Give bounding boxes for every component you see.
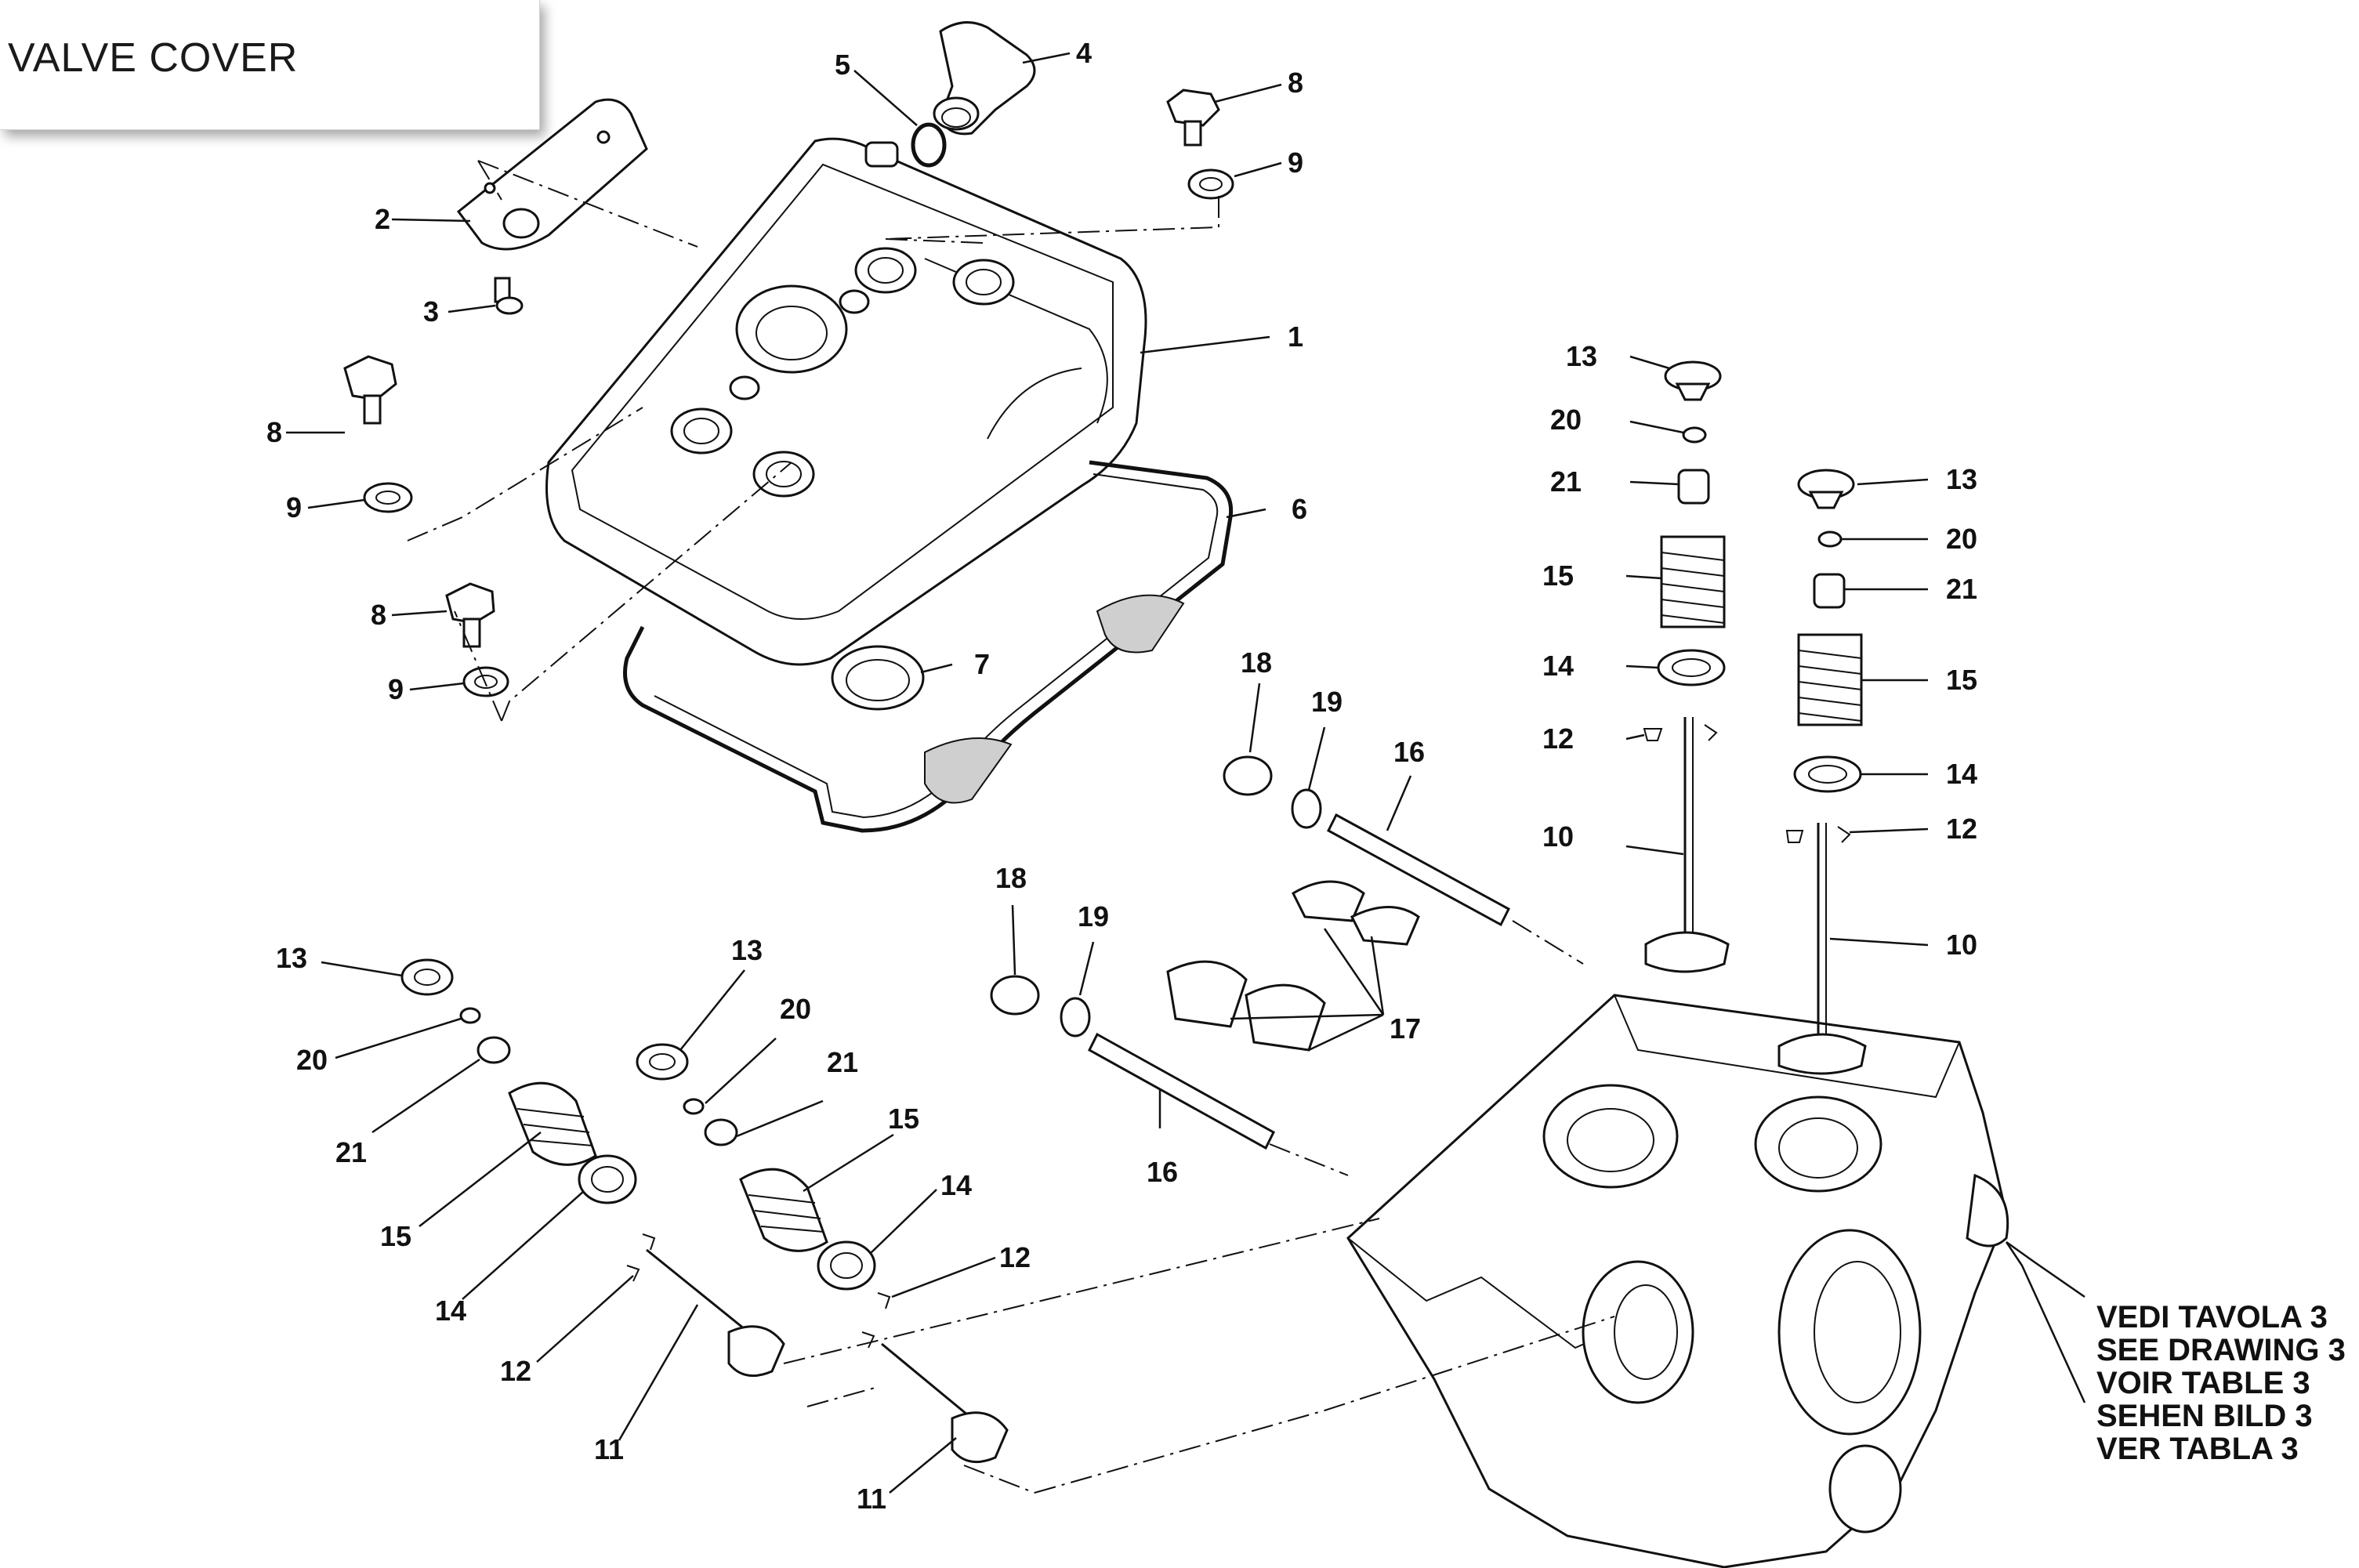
- callout-20d: 20: [780, 993, 811, 1025]
- callout-17: 17: [1390, 1012, 1421, 1045]
- valve-seal-21: [1677, 469, 1846, 609]
- callout-14b: 14: [1946, 758, 1977, 790]
- callout-19a: 19: [1311, 686, 1343, 718]
- callout-15c: 15: [380, 1220, 411, 1252]
- callout-10a: 10: [1542, 820, 1574, 853]
- bracket-part: [456, 98, 648, 251]
- note-line-de: SEHEN BILD 3: [2096, 1399, 2313, 1433]
- callout-16b: 16: [1147, 1156, 1178, 1188]
- title-panel: VALVE COVER: [0, 0, 540, 130]
- callout-7: 7: [974, 648, 990, 680]
- callout-8a: 8: [1288, 67, 1303, 99]
- callout-9c: 9: [388, 673, 404, 705]
- callout-21c: 21: [335, 1136, 367, 1168]
- see-drawing-note: VEDI TAVOLA 3 SEE DRAWING 3 VOIR TABLE 3…: [2096, 1301, 2346, 1465]
- callout-10b: 10: [1946, 929, 1977, 961]
- valve-cover-gasket-part: [623, 460, 1234, 833]
- rocker-shaft-16: [1088, 813, 1510, 1150]
- washer-part: [462, 666, 509, 697]
- valve-spring-15: [508, 1081, 828, 1252]
- spark-plug-seal-part: [831, 645, 925, 711]
- shim-20: [459, 1007, 705, 1115]
- valve-cover-part: [545, 137, 1147, 666]
- valve-spring-15: [1660, 535, 1863, 726]
- callout-18a: 18: [1241, 646, 1272, 679]
- callout-8c: 8: [371, 599, 386, 631]
- note-line-es: VER TABLA 3: [2096, 1432, 2299, 1466]
- callout-15b: 15: [1946, 664, 1977, 696]
- bolt-part: [445, 582, 495, 648]
- callout-12a: 12: [1542, 722, 1574, 755]
- callout-12b: 12: [1946, 813, 1977, 845]
- callout-numbers: 1 2 3 4 5 6 7 8 8 8 9 9 9 10 10 11 11 12…: [266, 37, 1977, 1515]
- callout-12c: 12: [500, 1355, 531, 1387]
- callout-18b: 18: [995, 862, 1027, 894]
- spring-seat-14: [1657, 649, 1862, 793]
- callout-20a: 20: [1550, 404, 1582, 436]
- shaft-plug-18: [990, 755, 1273, 1016]
- callout-15a: 15: [1542, 559, 1574, 592]
- callout-11b: 11: [857, 1483, 886, 1515]
- callout-9a: 9: [1288, 147, 1303, 179]
- callout-14a: 14: [1542, 650, 1574, 682]
- callout-11a: 11: [594, 1433, 624, 1465]
- spring-seat-14: [578, 1154, 876, 1291]
- callout-6: 6: [1292, 493, 1307, 525]
- valve-right-1: [1644, 717, 1730, 973]
- callout-13a: 13: [1566, 340, 1597, 372]
- valve-keeper-12: [626, 1233, 891, 1349]
- washer-part: [1187, 168, 1234, 200]
- callout-21d: 21: [827, 1046, 858, 1078]
- callout-14c: 14: [435, 1295, 466, 1327]
- spring-retainer-13: [1664, 360, 1855, 509]
- callout-21b: 21: [1946, 573, 1977, 605]
- note-line-it: VEDI TAVOLA 3: [2096, 1300, 2328, 1334]
- valve-right-2: [1777, 823, 1867, 1075]
- callout-21a: 21: [1550, 465, 1582, 498]
- note-line-fr: VOIR TABLE 3: [2096, 1366, 2310, 1400]
- callout-4: 4: [1076, 37, 1092, 69]
- bolt-part: [343, 355, 397, 425]
- alignment-lines: [407, 160, 1615, 1494]
- callout-13b: 13: [1946, 463, 1977, 495]
- plug-washer-19: [1060, 788, 1322, 1037]
- callout-9b: 9: [286, 491, 302, 523]
- shim-20: [1682, 426, 1843, 548]
- cylinder-head-part: [1346, 994, 2009, 1568]
- diagram-title: VALVE COVER: [8, 35, 299, 81]
- callout-2: 2: [375, 203, 390, 235]
- callout-19b: 19: [1078, 900, 1109, 932]
- valve-seal-21: [477, 1036, 738, 1146]
- callout-20b: 20: [1946, 523, 1977, 555]
- breather-fitting-part: [933, 21, 1036, 136]
- exhaust-valve-11: [646, 1248, 1009, 1464]
- callout-5: 5: [835, 49, 850, 81]
- note-line-en: SEE DRAWING 3: [2096, 1333, 2346, 1367]
- callout-15d: 15: [888, 1103, 919, 1135]
- bolt-part: [1166, 89, 1220, 147]
- callout-12d: 12: [999, 1241, 1031, 1273]
- washer-part: [363, 482, 413, 513]
- spring-retainer-13: [400, 958, 689, 1081]
- callout-1: 1: [1288, 320, 1303, 353]
- callout-3: 3: [423, 295, 439, 328]
- callout-20c: 20: [296, 1044, 328, 1076]
- callout-16a: 16: [1393, 736, 1425, 768]
- valve-keeper-12: [1643, 724, 1851, 843]
- callout-13c: 13: [276, 942, 307, 974]
- screw-part: [494, 277, 524, 315]
- callout-leaders: [286, 52, 1929, 1494]
- callout-13d: 13: [731, 934, 763, 966]
- callout-14d: 14: [940, 1169, 972, 1201]
- callout-8b: 8: [266, 416, 282, 448]
- rocker-arm-17: [1166, 880, 1420, 1052]
- o-ring-part: [911, 122, 947, 168]
